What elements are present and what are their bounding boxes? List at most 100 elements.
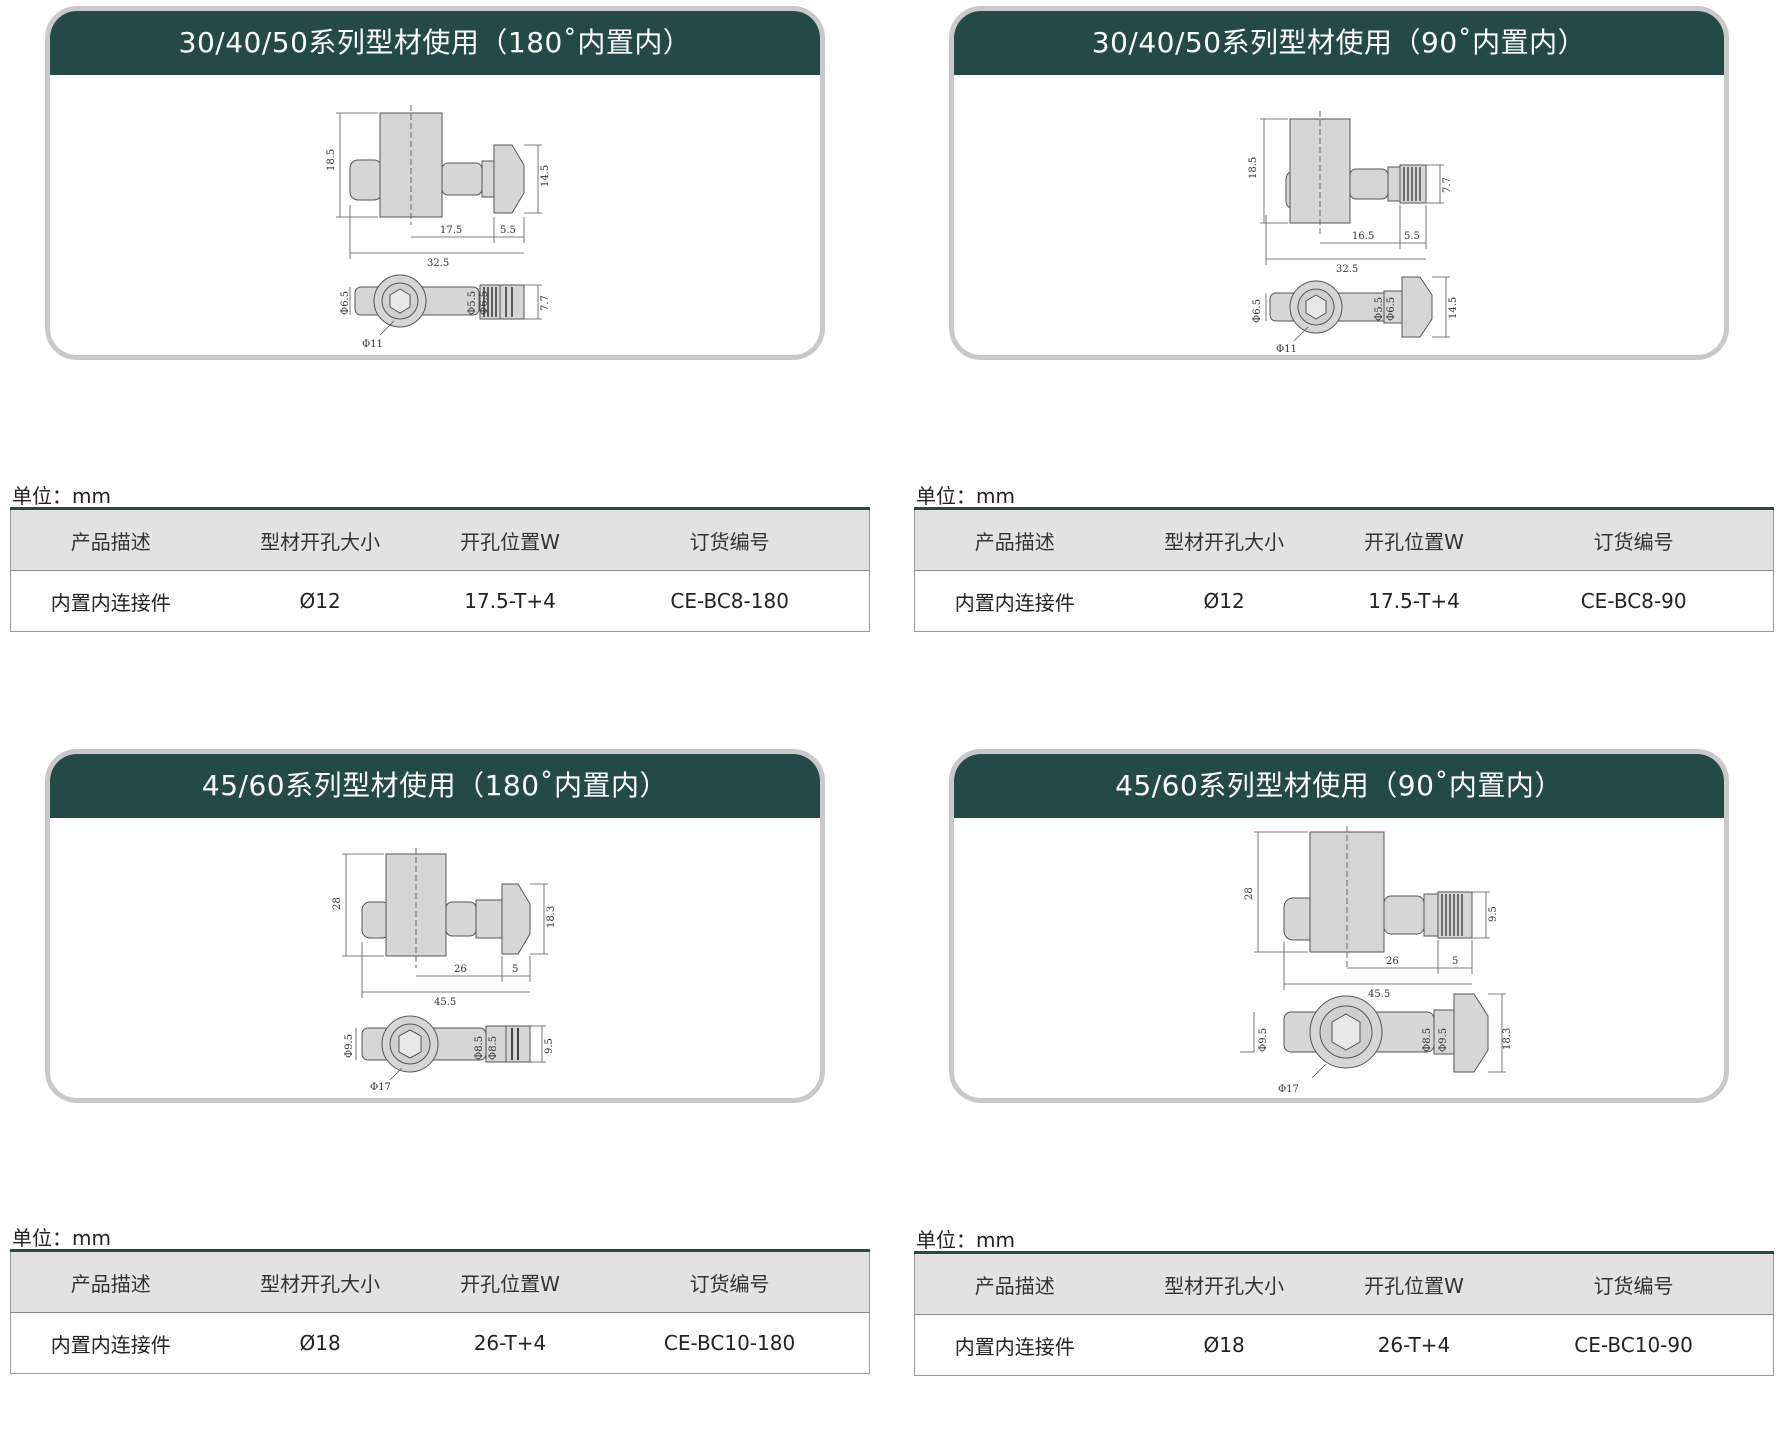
dim-nut-width: 5 xyxy=(1452,956,1458,967)
cell-hole-position: 17.5-T+4 xyxy=(1333,570,1495,632)
cell-hole-position: 26-T+4 xyxy=(429,1312,591,1374)
col-header: 开孔位置W xyxy=(429,508,591,571)
dim-shaft-dia: Φ6.5 xyxy=(1252,299,1263,323)
table-header-row: 产品描述 型材开孔大小 开孔位置W 订货编号 xyxy=(10,1250,870,1313)
unit-label: 单位：mm xyxy=(12,1226,111,1250)
col-header: 型材开孔大小 xyxy=(1114,508,1334,571)
dim-length: 32.5 xyxy=(1336,264,1358,275)
col-header: 开孔位置W xyxy=(1333,1252,1495,1315)
dim-thread-dia-b: Φ8.5 xyxy=(488,1036,499,1060)
cell-hole-size: Ø12 xyxy=(1114,570,1334,632)
dim-shaft-dia: Φ9.5 xyxy=(344,1034,355,1058)
dim-nut-size: 9.5 xyxy=(544,1038,555,1054)
cell-order-number: CE-BC8-180 xyxy=(590,570,870,632)
dim-thread-dia-a: Φ5.5 xyxy=(467,291,478,315)
product-card-4: 45/60系列型材使用（90˚内置内） xyxy=(949,749,1729,1103)
spec-table-1: 产品描述 型材开孔大小 开孔位置W 订货编号 内置内连接件 Ø12 17.5-T… xyxy=(10,507,870,632)
table-row: 内置内连接件 Ø12 17.5-T+4 CE-BC8-180 xyxy=(10,570,870,632)
col-header: 订货编号 xyxy=(1494,1252,1774,1315)
spec-table-3: 产品描述 型材开孔大小 开孔位置W 订货编号 内置内连接件 Ø18 26-T+4… xyxy=(10,1249,870,1374)
col-header: 产品描述 xyxy=(914,1252,1115,1315)
dim-shaft-dia: Φ9.5 xyxy=(1258,1028,1269,1052)
technical-drawing: 18.5 14.5 17.5 5.5 32.5 xyxy=(50,75,820,355)
dim-height: 18.5 xyxy=(326,149,337,171)
dim-thread-dia-a: Φ8.5 xyxy=(1422,1028,1433,1052)
cell-order-number: CE-BC10-90 xyxy=(1494,1314,1774,1376)
drawing-180-large: 28 18.3 26 5 45.5 Φ9.5 xyxy=(332,848,557,1093)
dim-length: 32.5 xyxy=(427,258,449,269)
dim-head-height: 18.3 xyxy=(546,906,557,928)
technical-drawing: 28 9.5 26 5 45.5 Φ9.5 Φ17 Φ8.5 Φ9. xyxy=(954,818,1724,1098)
drawing-90-small: 18.5 7.7 16.5 5.5 32.5 Φ6.5 Φ11 Φ5.5 xyxy=(1248,111,1459,355)
cell-hole-size: Ø18 xyxy=(210,1312,430,1374)
dim-offset: 17.5 xyxy=(440,225,462,236)
col-header: 订货编号 xyxy=(1494,508,1774,571)
cell-description: 内置内连接件 xyxy=(10,1312,211,1374)
dim-height: 28 xyxy=(332,897,343,910)
col-header: 订货编号 xyxy=(590,508,870,571)
col-header: 开孔位置W xyxy=(429,1250,591,1313)
product-card-2: 30/40/50系列型材使用（90˚内置内） xyxy=(949,6,1729,360)
cell-description: 内置内连接件 xyxy=(914,1314,1115,1376)
drawing-180-small: 18.5 14.5 17.5 5.5 32.5 xyxy=(326,105,551,350)
dim-height: 28 xyxy=(1244,887,1255,900)
spec-table-2: 产品描述 型材开孔大小 开孔位置W 订货编号 内置内连接件 Ø12 17.5-T… xyxy=(914,507,1774,632)
col-header: 产品描述 xyxy=(914,508,1115,571)
dim-head-height: 18.3 xyxy=(1502,1028,1513,1050)
table-row: 内置内连接件 Ø18 26-T+4 CE-BC10-90 xyxy=(914,1314,1774,1376)
cell-hole-position: 17.5-T+4 xyxy=(429,570,591,632)
table-header-row: 产品描述 型材开孔大小 开孔位置W 订货编号 xyxy=(10,508,870,571)
product-card-1: 30/40/50系列型材使用（180˚内置内） 18.5 xyxy=(45,6,825,360)
cell-order-number: CE-BC10-180 xyxy=(590,1312,870,1374)
dim-head-width: 5.5 xyxy=(500,225,516,236)
dim-nut-width: 5.5 xyxy=(1404,231,1420,242)
drawing-90-large: 28 9.5 26 5 45.5 Φ9.5 Φ17 Φ8.5 Φ9. xyxy=(1240,826,1513,1095)
dim-thread-dia-a: Φ5.5 xyxy=(1374,297,1385,321)
table-header-row: 产品描述 型材开孔大小 开孔位置W 订货编号 xyxy=(914,508,1774,571)
col-header: 开孔位置W xyxy=(1333,508,1495,571)
card-title: 30/40/50系列型材使用（90˚内置内） xyxy=(954,11,1724,75)
technical-drawing: 28 18.3 26 5 45.5 Φ9.5 xyxy=(50,818,820,1098)
dim-head-height: 14.5 xyxy=(540,165,551,187)
product-card-3: 45/60系列型材使用（180˚内置内） 28 18.3 26 xyxy=(45,749,825,1103)
card-title: 45/60系列型材使用（180˚内置内） xyxy=(50,754,820,818)
dim-head-height: 14.5 xyxy=(1448,297,1459,319)
dim-thread-dia-b: Φ6.5 xyxy=(1386,297,1397,321)
dim-shaft-dia: Φ6.5 xyxy=(340,291,351,315)
unit-label: 单位：mm xyxy=(916,484,1015,508)
dim-nut-size: 7.7 xyxy=(540,295,551,311)
cell-hole-size: Ø18 xyxy=(1114,1314,1334,1376)
dim-head-dia: Φ17 xyxy=(1278,1084,1299,1095)
dim-offset: 16.5 xyxy=(1352,231,1374,242)
dim-nut-size: 7.7 xyxy=(1442,177,1453,193)
dim-head-dia: Φ11 xyxy=(1276,344,1297,355)
technical-drawing: 18.5 7.7 16.5 5.5 32.5 Φ6.5 Φ11 Φ5.5 xyxy=(954,75,1724,355)
cell-description: 内置内连接件 xyxy=(10,570,211,632)
dim-offset: 26 xyxy=(454,964,467,975)
col-header: 型材开孔大小 xyxy=(1114,1252,1334,1315)
dim-length: 45.5 xyxy=(1368,989,1390,1000)
col-header: 型材开孔大小 xyxy=(210,1250,430,1313)
cell-order-number: CE-BC8-90 xyxy=(1494,570,1774,632)
dim-height: 18.5 xyxy=(1248,157,1259,179)
dim-thread-dia-b: Φ6.5 xyxy=(479,291,490,315)
dim-thread-dia-b: Φ9.5 xyxy=(1438,1028,1449,1052)
cell-hole-size: Ø12 xyxy=(210,570,430,632)
cell-description: 内置内连接件 xyxy=(914,570,1115,632)
dim-head-dia: Φ17 xyxy=(370,1082,391,1093)
dim-thread-dia-a: Φ8.5 xyxy=(474,1036,485,1060)
table-row: 内置内连接件 Ø12 17.5-T+4 CE-BC8-90 xyxy=(914,570,1774,632)
unit-label: 单位：mm xyxy=(916,1228,1015,1252)
card-title: 45/60系列型材使用（90˚内置内） xyxy=(954,754,1724,818)
spec-table-4: 产品描述 型材开孔大小 开孔位置W 订货编号 内置内连接件 Ø18 26-T+4… xyxy=(914,1251,1774,1376)
card-title: 30/40/50系列型材使用（180˚内置内） xyxy=(50,11,820,75)
col-header: 订货编号 xyxy=(590,1250,870,1313)
table-row: 内置内连接件 Ø18 26-T+4 CE-BC10-180 xyxy=(10,1312,870,1374)
col-header: 产品描述 xyxy=(10,508,211,571)
dim-nut-size: 9.5 xyxy=(1488,906,1499,922)
dim-head-width: 5 xyxy=(512,964,518,975)
dim-head-dia: Φ11 xyxy=(362,339,383,350)
unit-label: 单位：mm xyxy=(12,484,111,508)
col-header: 型材开孔大小 xyxy=(210,508,430,571)
dim-length: 45.5 xyxy=(434,997,456,1008)
